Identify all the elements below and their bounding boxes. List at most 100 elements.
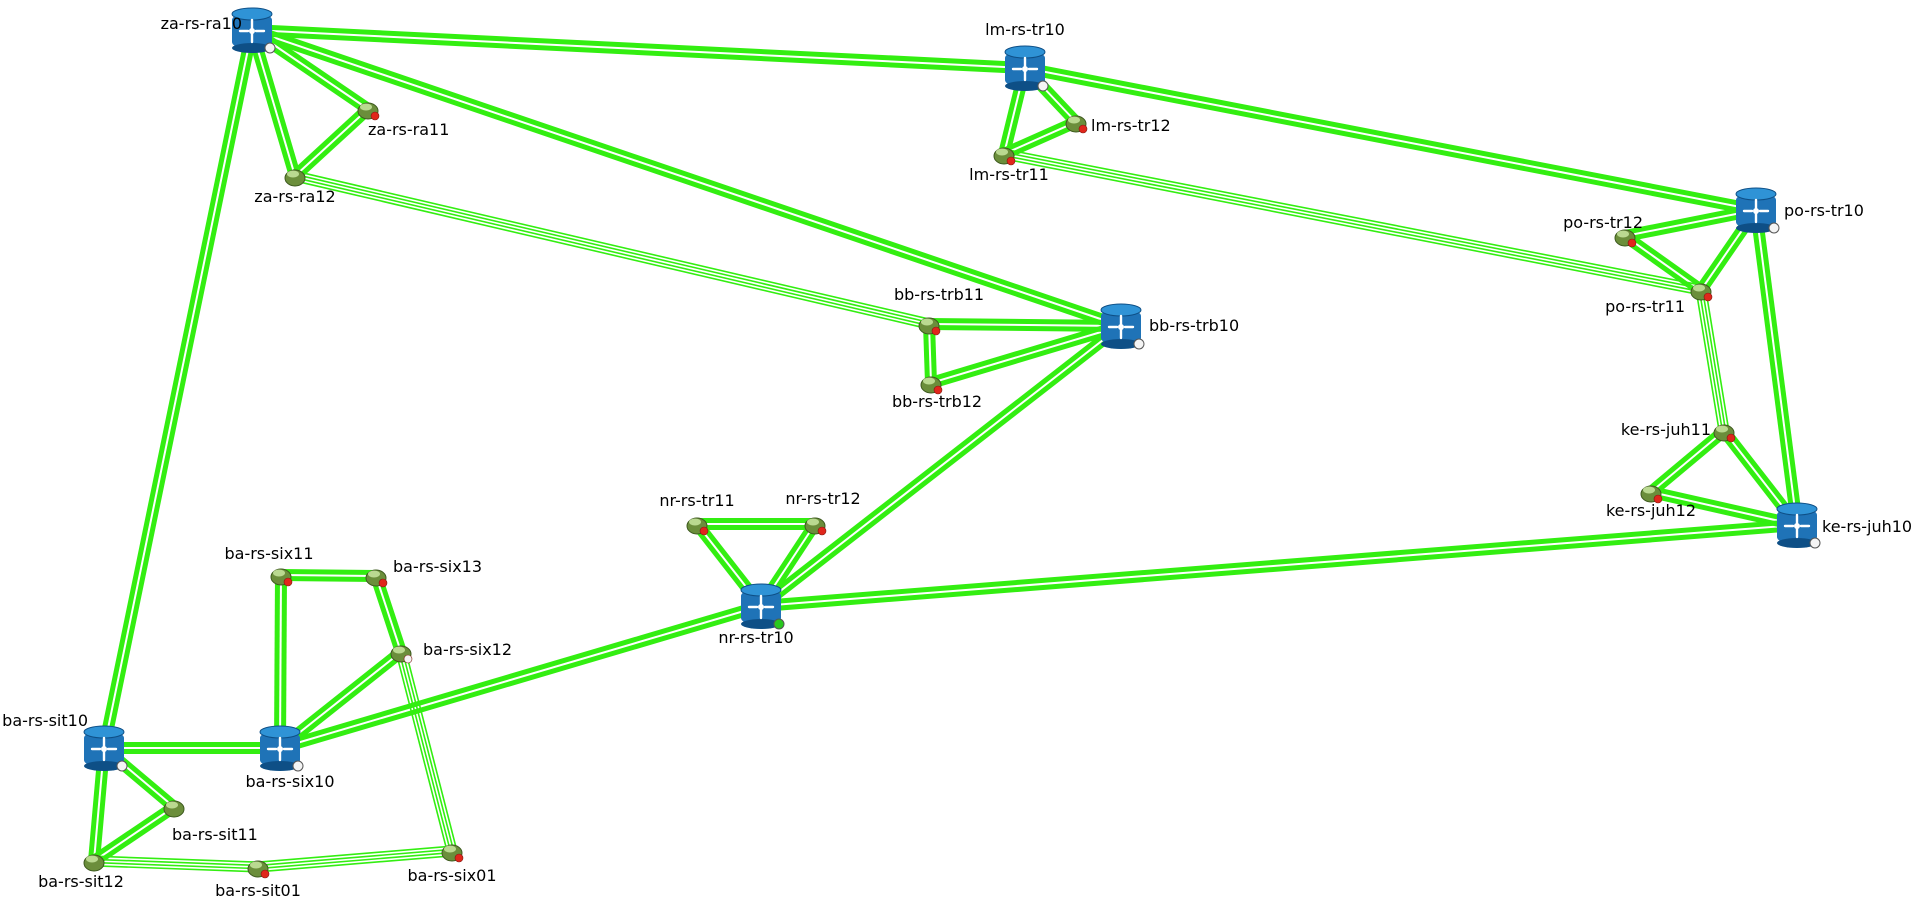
node-ba-rs-six13[interactable]: ba-rs-six13 [365, 557, 482, 588]
status-indicator [1078, 124, 1088, 134]
link-strand [93, 861, 258, 870]
router-icon [259, 725, 301, 771]
node-label: nr-rs-tr11 [659, 491, 734, 510]
link-strand [278, 600, 761, 748]
link-nr-rs-tr11-nr-rs-tr12[interactable] [697, 518, 815, 530]
link-bb-rs-trb10-bb-rs-trb11[interactable] [928, 318, 1122, 332]
node-ba-rs-sit10[interactable]: ba-rs-sit10 [2, 711, 128, 772]
link-ba-rs-six13-ba-rs-six12[interactable] [370, 574, 407, 654]
link-za-rs-ra10-lm-rs-tr10[interactable] [251, 24, 1026, 74]
node-bb-rs-trb10[interactable]: bb-rs-trb10 [1100, 303, 1239, 350]
link-bb-rs-trb10-nr-rs-tr10[interactable] [757, 321, 1125, 611]
node-po-rs-tr12[interactable]: po-rs-tr12 [1563, 213, 1643, 248]
link-strand [250, 30, 1121, 332]
link-ke-rs-juh11-ke-rs-juh12[interactable] [1647, 426, 1728, 497]
link-strand [252, 24, 1026, 68]
link-po-rs-tr11-ke-rs-juh11[interactable] [1695, 289, 1730, 432]
node-nr-rs-tr12[interactable]: nr-rs-tr12 [785, 489, 861, 536]
link-strand [929, 318, 1122, 326]
link-bb-rs-trb10-bb-rs-trb12[interactable] [929, 320, 1123, 389]
nodes-layer: za-rs-ra10 za-rs-ra11 za-rs-ra12 lm-rs-tr10… [2, 7, 1912, 900]
link-ke-rs-juh10-nr-rs-tr10[interactable] [760, 519, 1798, 612]
link-ba-rs-sit01-ba-rs-six01[interactable] [257, 845, 453, 873]
router-icon [83, 725, 125, 771]
node-bb-rs-trb12[interactable]: bb-rs-trb12 [892, 376, 982, 411]
link-strand [295, 109, 373, 181]
node-za-rs-ra10[interactable]: za-rs-ra10 [161, 7, 276, 54]
link-ba-rs-sit11-ba-rs-sit12[interactable] [90, 802, 178, 866]
node-ke-rs-juh10[interactable]: ke-rs-juh10 [1776, 502, 1912, 549]
status-indicator [1133, 338, 1145, 350]
link-lm-rs-tr10-po-rs-tr10[interactable] [1023, 62, 1758, 216]
node-za-rs-ra12[interactable]: za-rs-ra12 [254, 169, 336, 206]
node-label: ba-rs-six01 [407, 866, 496, 885]
link-po-rs-tr12-po-rs-tr11[interactable] [1621, 231, 1705, 295]
node-ke-rs-juh12[interactable]: ke-rs-juh12 [1606, 485, 1696, 520]
node-label: nr-rs-tr10 [718, 628, 793, 647]
node-nr-rs-tr10[interactable]: nr-rs-tr10 [718, 583, 794, 647]
link-strand [1004, 122, 1079, 160]
status-indicator [403, 654, 413, 664]
node-label: ba-rs-six10 [245, 772, 334, 791]
node-ke-rs-juh11[interactable]: ke-rs-juh11 [1621, 420, 1736, 443]
node-ba-rs-six12[interactable]: ba-rs-six12 [390, 640, 512, 664]
node-ba-rs-sit01[interactable]: ba-rs-sit01 [215, 860, 301, 900]
status-indicator [1037, 80, 1049, 92]
node-ba-rs-sit11[interactable]: ba-rs-sit11 [163, 800, 258, 844]
link-za-rs-ra10-za-rs-ra12[interactable] [246, 28, 301, 178]
status-indicator [931, 326, 941, 336]
status-indicator [116, 760, 128, 772]
node-label: ba-rs-six11 [224, 544, 313, 563]
link-strand [274, 574, 281, 748]
node-ba-rs-six11[interactable]: ba-rs-six11 [224, 544, 314, 587]
link-za-rs-ra10-bb-rs-trb10[interactable] [250, 24, 1123, 332]
node-label: po-rs-tr11 [1605, 297, 1685, 316]
link-za-rs-ra11-za-rs-ra12[interactable] [290, 104, 373, 181]
link-strand [94, 858, 259, 867]
node-label: lm-rs-tr10 [985, 20, 1065, 39]
node-lm-rs-tr11[interactable]: lm-rs-tr11 [969, 147, 1049, 184]
link-strand [376, 574, 407, 652]
link-ba-rs-six12-ba-rs-six01[interactable] [395, 650, 458, 853]
link-ba-rs-six10-ba-rs-sit10[interactable] [104, 742, 280, 754]
link-za-rs-ra10-ba-rs-sit10[interactable] [98, 28, 258, 750]
node-nr-rs-tr11[interactable]: nr-rs-tr11 [659, 491, 735, 536]
node-ba-rs-six01[interactable]: ba-rs-six01 [407, 844, 497, 885]
status-indicator [817, 526, 827, 536]
link-strand [252, 25, 372, 109]
link-ba-rs-six10-ba-rs-six11[interactable] [274, 574, 287, 749]
node-za-rs-ra11[interactable]: za-rs-ra11 [357, 102, 449, 139]
router-icon [1004, 45, 1046, 91]
host-icon [284, 169, 306, 187]
link-strand [281, 569, 377, 576]
node-label: za-rs-ra11 [368, 120, 449, 139]
node-lm-rs-tr12[interactable]: lm-rs-tr12 [1065, 115, 1171, 135]
node-label: ba-rs-sit11 [172, 825, 258, 844]
link-strand [1651, 431, 1728, 497]
node-label: ke-rs-juh10 [1822, 517, 1912, 536]
link-za-rs-ra12-bb-rs-trb11[interactable] [293, 170, 931, 330]
node-po-rs-tr10[interactable]: po-rs-tr10 [1735, 187, 1864, 234]
link-ba-rs-sit12-ba-rs-sit01[interactable] [93, 855, 259, 873]
node-ba-rs-sit12[interactable]: ba-rs-sit12 [38, 854, 124, 891]
link-po-rs-tr10-ke-rs-juh10[interactable] [1750, 209, 1803, 526]
link-po-rs-tr10-po-rs-tr12[interactable] [1623, 204, 1758, 242]
link-lm-rs-tr11-po-rs-tr11[interactable] [1002, 148, 1703, 296]
node-ba-rs-six10[interactable]: ba-rs-six10 [245, 725, 335, 791]
node-label: po-rs-tr10 [1784, 201, 1864, 220]
link-ba-rs-six11-ba-rs-six13[interactable] [280, 569, 377, 582]
node-label: po-rs-tr12 [1563, 213, 1643, 232]
node-label: bb-rs-trb11 [894, 285, 984, 304]
status-indicator [773, 618, 785, 630]
node-label: za-rs-ra10 [161, 14, 242, 33]
link-nr-rs-tr10-ba-rs-six10[interactable] [278, 600, 763, 754]
node-label: bb-rs-trb10 [1149, 316, 1239, 335]
node-bb-rs-trb11[interactable]: bb-rs-trb11 [894, 285, 984, 336]
node-label: ba-rs-sit01 [215, 881, 301, 900]
status-indicator [699, 526, 709, 536]
node-lm-rs-tr10[interactable]: lm-rs-tr10 [985, 20, 1065, 92]
status-indicator [292, 760, 304, 772]
node-label: lm-rs-tr12 [1091, 116, 1171, 135]
link-strand [104, 30, 258, 750]
node-po-rs-tr11[interactable]: po-rs-tr11 [1605, 283, 1713, 316]
